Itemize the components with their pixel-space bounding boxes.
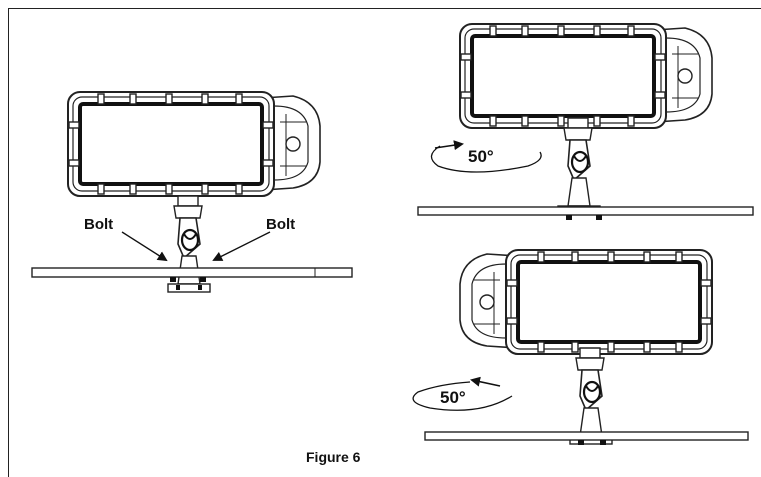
mounting-surface-bottom-right <box>424 431 749 441</box>
rotation-angle-bottom: 50° <box>440 388 466 407</box>
light-unit-left <box>66 90 322 294</box>
light-unit-top-right <box>458 22 714 216</box>
figure-caption: Figure 6 <box>306 449 361 465</box>
mounting-surface-top-right <box>417 206 754 216</box>
bolt-label-right: Bolt <box>266 216 296 233</box>
rotation-angle-top: 50° <box>468 147 494 166</box>
bolt-arrow-left <box>121 231 168 262</box>
bolt-label-left: Bolt <box>84 216 114 233</box>
rotation-arrow-top <box>430 145 542 173</box>
mounting-surface-left <box>31 267 353 278</box>
rotation-arrow-bottom <box>412 381 513 411</box>
light-unit-bottom-right <box>458 248 714 446</box>
figure-frame <box>8 8 761 477</box>
bolt-arrow-right <box>212 231 271 261</box>
